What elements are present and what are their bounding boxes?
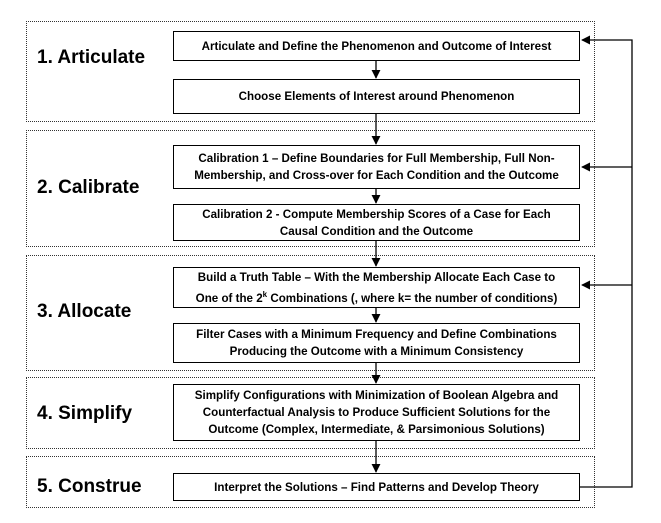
step-define-phenomenon: Articulate and Define the Phenomenon and… bbox=[173, 31, 580, 61]
step-text-line: Build a Truth Table – With the Membershi… bbox=[197, 270, 556, 284]
step-simplify-configurations: Simplify Configurations with Minimizatio… bbox=[173, 384, 580, 441]
step-filter-cases: Filter Cases with a Minimum Frequency an… bbox=[173, 323, 580, 363]
stage-label-calibrate: 2. Calibrate bbox=[37, 177, 140, 198]
step-interpret-solutions: Interpret the Solutions – Find Patterns … bbox=[173, 473, 580, 501]
stage-allocate-frame bbox=[26, 255, 595, 371]
step-text-line-with-superscript: One of the 2k Combinations (, where k= t… bbox=[196, 286, 558, 307]
stage-construe-frame bbox=[26, 456, 595, 508]
step-text-line: Articulate and Define the Phenomenon and… bbox=[201, 39, 552, 53]
step-choose-elements: Choose Elements of Interest around Pheno… bbox=[173, 79, 580, 114]
stage-label-construe: 5. Construe bbox=[37, 476, 142, 497]
step-text-segment: Combinations (, where k= the number of c… bbox=[267, 291, 558, 305]
stage-label-simplify: 4. Simplify bbox=[37, 403, 133, 424]
step-text-line: Causal Condition and the Outcome bbox=[279, 224, 474, 238]
step-text-line: Filter Cases with a Minimum Frequency an… bbox=[196, 328, 557, 341]
stage-simplify-frame bbox=[26, 377, 595, 449]
stage-label-allocate: 3. Allocate bbox=[37, 301, 132, 322]
step-text-line: Outcome (Complex, Intermediate, & Parsim… bbox=[208, 423, 545, 436]
step-calibration-1: Calibration 1 – Define Boundaries for Fu… bbox=[173, 145, 580, 189]
step-text-line: Calibration 2 - Compute Membership Score… bbox=[202, 207, 551, 221]
superscript-k: k bbox=[262, 289, 268, 299]
step-text-segment: One of the 2 bbox=[195, 291, 263, 305]
step-text-line: Producing the Outcome with a Minimum Con… bbox=[229, 345, 524, 358]
stage-articulate-frame bbox=[26, 21, 595, 122]
step-calibration-2: Calibration 2 - Compute Membership Score… bbox=[173, 204, 580, 241]
stage-label-articulate: 1. Articulate bbox=[37, 47, 146, 68]
step-text-line: Interpret the Solutions – Find Patterns … bbox=[214, 480, 539, 494]
step-text-line: Choose Elements of Interest around Pheno… bbox=[238, 90, 515, 103]
step-text-line: Counterfactual Analysis to Produce Suffi… bbox=[202, 406, 551, 419]
feedback-loop-line bbox=[580, 35, 633, 488]
step-text-line: Simplify Configurations with Minimizatio… bbox=[194, 389, 559, 402]
step-text-line: Membership, and Cross-over for Each Cond… bbox=[194, 169, 559, 182]
stage-calibrate-frame bbox=[26, 130, 595, 247]
step-build-truth-table: Build a Truth Table – With the Membershi… bbox=[173, 267, 580, 308]
step-text-line: Calibration 1 – Define Boundaries for Fu… bbox=[198, 152, 555, 165]
